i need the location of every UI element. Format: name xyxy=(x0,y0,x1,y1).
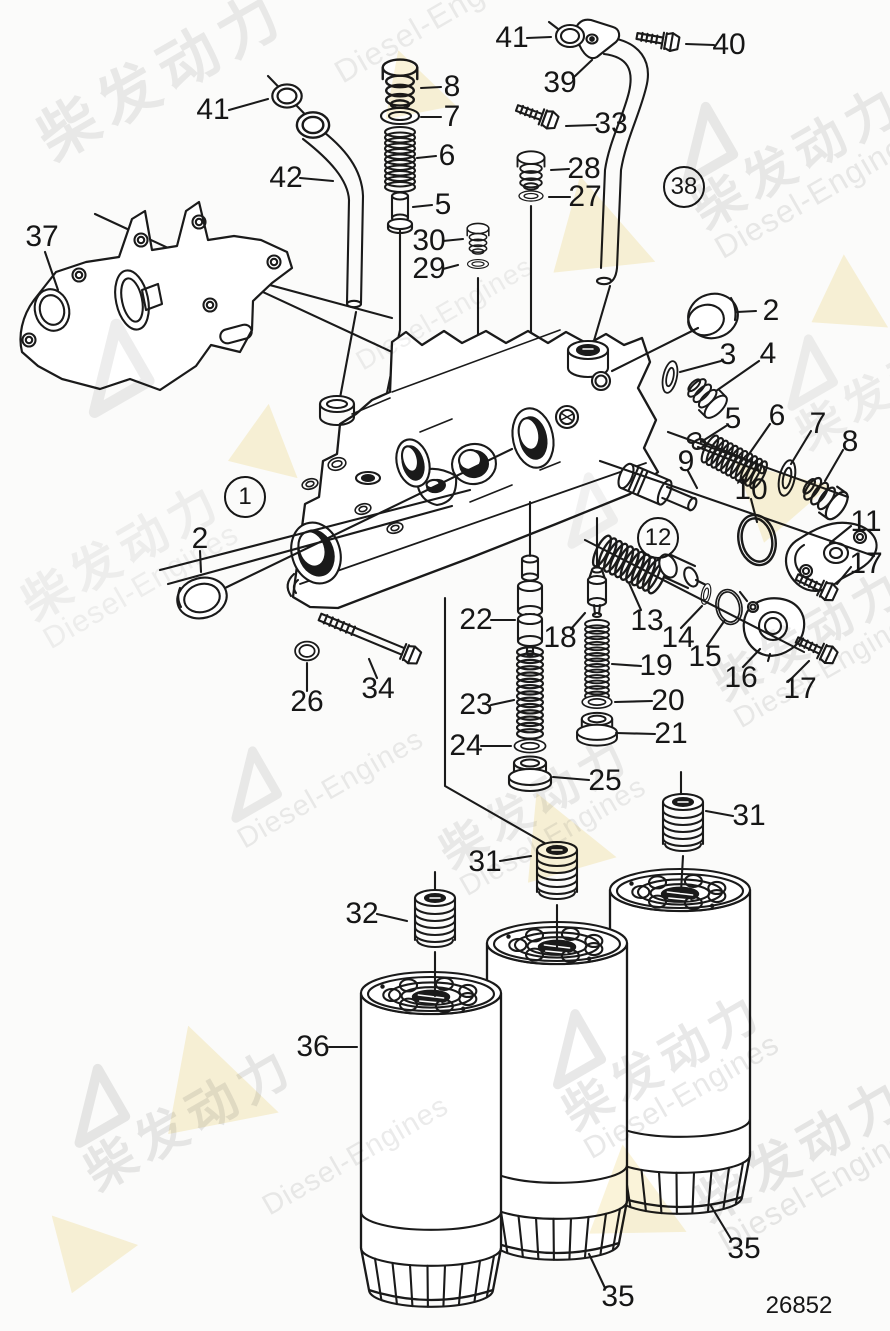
cap-25 xyxy=(507,755,553,793)
oil-pipe-42 xyxy=(301,124,365,309)
cap-21 xyxy=(576,711,618,747)
washer-29 xyxy=(466,259,490,269)
gasket xyxy=(19,200,294,392)
valve-pin-5-top xyxy=(386,191,414,235)
oil-filter xyxy=(608,867,752,1215)
plug-8-right xyxy=(796,470,853,524)
boss-5-bore xyxy=(354,470,382,486)
ring-26 xyxy=(294,640,320,662)
boss-39 xyxy=(566,339,610,379)
cap-2-right xyxy=(687,292,739,340)
nipple-31-mid xyxy=(535,840,579,901)
nipple-32 xyxy=(413,888,457,949)
threaded-bores xyxy=(554,370,612,430)
spring-19 xyxy=(584,618,610,701)
seal-ring-41 xyxy=(271,23,586,139)
plug-28 xyxy=(516,150,546,191)
port-mid xyxy=(395,438,431,488)
filter-housing-body xyxy=(286,329,660,610)
valve-18 xyxy=(586,566,608,619)
spring-6-right xyxy=(697,432,772,492)
washer-27 xyxy=(518,190,544,202)
drawing-number: 26852 xyxy=(765,1292,833,1319)
valve-22 xyxy=(516,554,544,657)
washer-7-top xyxy=(379,106,421,126)
plug-4 xyxy=(680,371,732,423)
nipple-rods xyxy=(433,770,685,998)
nipple-31-right xyxy=(661,792,705,853)
flange-bolt-34 xyxy=(317,612,423,665)
piston-9 xyxy=(617,462,698,512)
spring-6-top xyxy=(383,125,417,194)
flange-bolt-40 xyxy=(634,26,681,54)
piston-13 xyxy=(658,553,708,590)
oil-filter xyxy=(359,970,503,1308)
spring-23 xyxy=(515,646,545,740)
cover-16 xyxy=(738,590,806,663)
port-right xyxy=(511,407,555,469)
seal-ring-2-left xyxy=(176,576,228,620)
washer-24 xyxy=(513,738,547,754)
washer-20 xyxy=(581,694,613,710)
plug-8-top xyxy=(381,58,419,110)
flange-bolt-33 xyxy=(512,98,561,132)
plug-30 xyxy=(466,222,490,255)
oil-filter xyxy=(485,920,629,1261)
oil-pipe-39 xyxy=(574,18,649,286)
washer-3 xyxy=(659,358,681,396)
